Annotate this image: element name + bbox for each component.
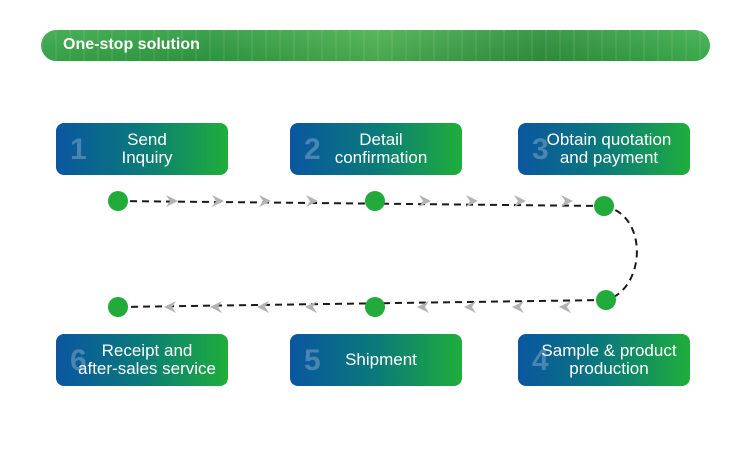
flow-node-5 [365, 297, 385, 317]
arrow-right-icon [419, 195, 431, 207]
arrow-left-icon [305, 301, 317, 313]
arrow-right-icon [166, 195, 178, 207]
arrow-right-icon [466, 195, 478, 207]
flow-path-bottom [117, 299, 607, 308]
step-label: Obtain quotation and payment [546, 130, 672, 167]
step-number: 1 [70, 133, 87, 166]
step-number: 4 [532, 344, 549, 377]
step-3-quotation-payment: 3 Obtain quotation and payment [518, 123, 690, 175]
arrow-left-icon [417, 301, 429, 313]
step-2-detail-confirmation: 2 Detail confirmation [290, 123, 462, 175]
arrow-right-icon [259, 195, 271, 207]
step-label: Sample & product production [541, 341, 677, 378]
arrow-left-icon [210, 301, 222, 313]
flow-path-curve [603, 205, 638, 301]
step-label: Receipt and after-sales service [78, 341, 216, 378]
step-5-shipment: 5 Shipment [290, 334, 462, 386]
banner-title: One-stop solution [63, 36, 200, 53]
step-number: 6 [70, 344, 87, 377]
arrow-left-icon [464, 301, 476, 313]
step-number: 2 [304, 133, 321, 166]
arrow-right-icon [561, 195, 573, 207]
step-6-receipt-after-sales: 6 Receipt and after-sales service [56, 334, 228, 386]
arrow-left-icon [559, 301, 571, 313]
step-4-sample-production: 4 Sample & product production [518, 334, 690, 386]
arrow-right-icon [514, 195, 526, 207]
flow-node-4 [596, 290, 616, 310]
section-banner: One-stop solution [41, 30, 710, 61]
step-1-send-inquiry: 1 Send Inquiry [56, 123, 228, 175]
flow-node-6 [108, 297, 128, 317]
step-number: 3 [532, 133, 549, 166]
arrow-right-icon [212, 195, 224, 207]
flow-node-2 [365, 191, 385, 211]
arrow-left-icon [257, 301, 269, 313]
step-number: 5 [304, 344, 321, 377]
flow-path-top [117, 200, 605, 207]
flow-node-3 [594, 196, 614, 216]
arrow-right-icon [306, 195, 318, 207]
arrow-left-icon [512, 301, 524, 313]
arrow-left-icon [164, 301, 176, 313]
step-label: Detail confirmation [334, 130, 428, 167]
step-label: Shipment [345, 350, 417, 369]
step-label: Send Inquiry [121, 130, 173, 167]
flow-node-1 [108, 191, 128, 211]
